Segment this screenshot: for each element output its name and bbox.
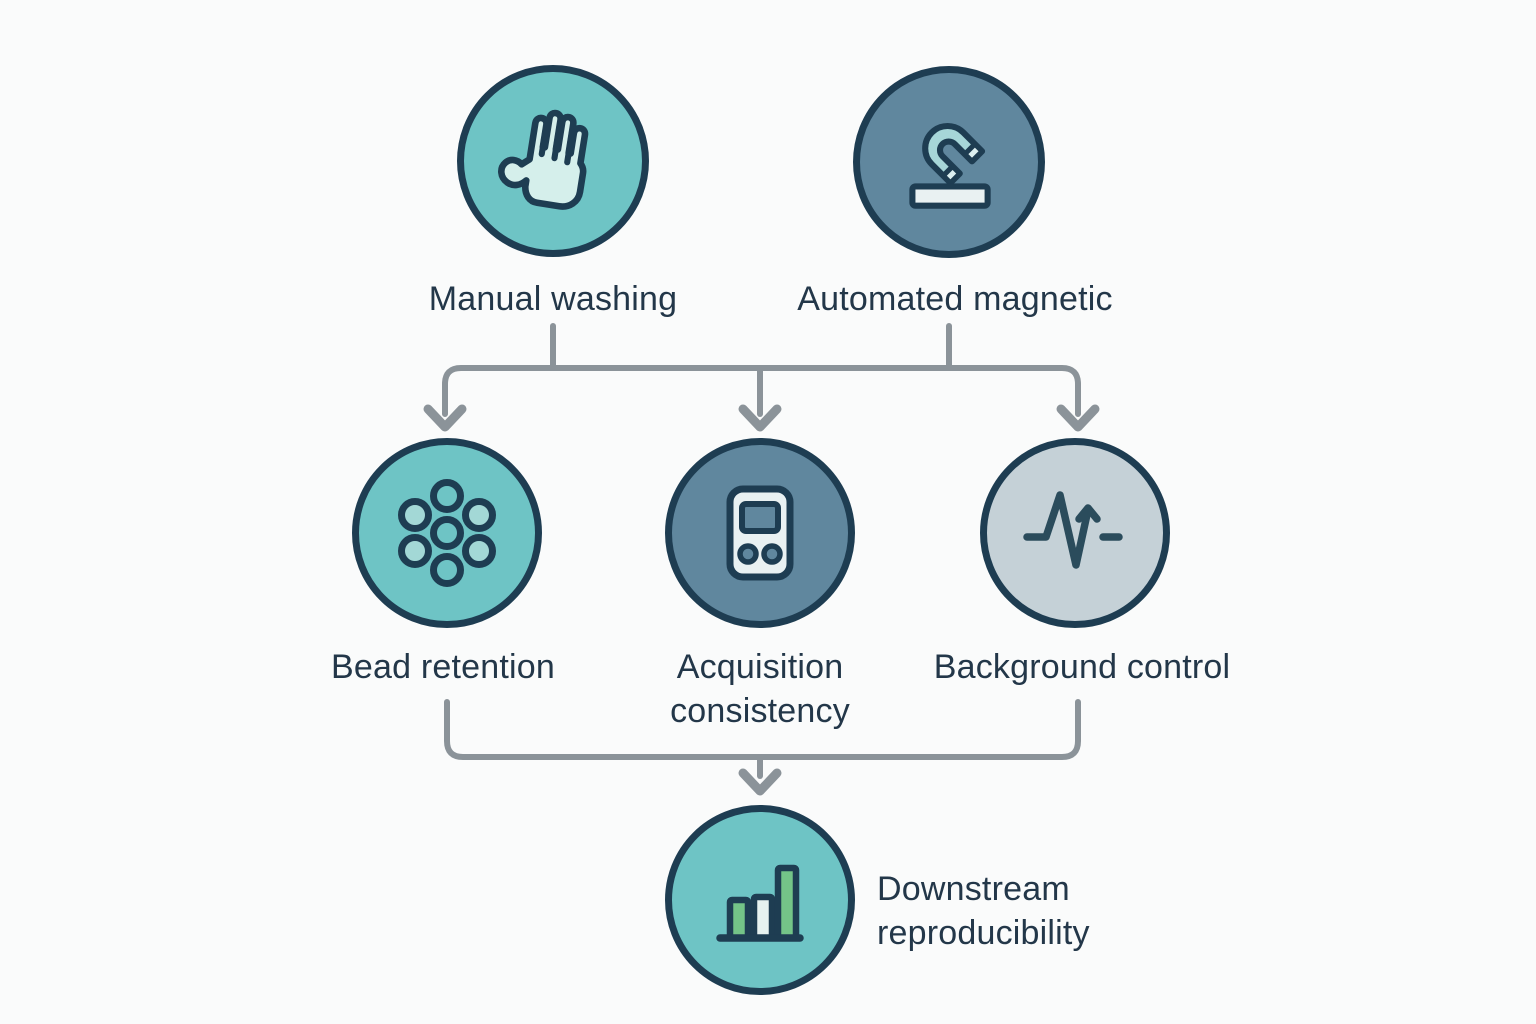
label-background-control: Background control [933,648,1231,686]
arrowhead-middle-down [738,404,782,432]
instrument-icon [726,485,794,581]
node-automated-magnetic [853,66,1045,258]
node-bead-retention [352,438,542,628]
arrowhead-left-down [423,404,467,432]
label-automated-magnetic: Automated magnetic [797,280,1113,318]
beads-icon [398,479,496,587]
label-downstream-reproducibility: Downstream reproducibility [877,870,1090,952]
node-background-control [980,438,1170,628]
label-acquisition-consistency: Acquisition consistency [670,648,850,730]
bar-chart-icon [716,864,804,942]
label-bead-retention: Bead retention [331,648,555,686]
node-downstream-reproducibility [665,805,855,995]
arrowhead-bottom-down [738,768,782,796]
label-manual-washing: Manual washing [428,280,678,318]
node-acquisition-consistency [665,438,855,628]
node-manual-washing [457,65,649,257]
glove-icon [498,109,589,210]
arrowhead-right-down [1056,404,1100,432]
magnet-icon [909,123,991,209]
waveform-icon [1023,491,1123,569]
